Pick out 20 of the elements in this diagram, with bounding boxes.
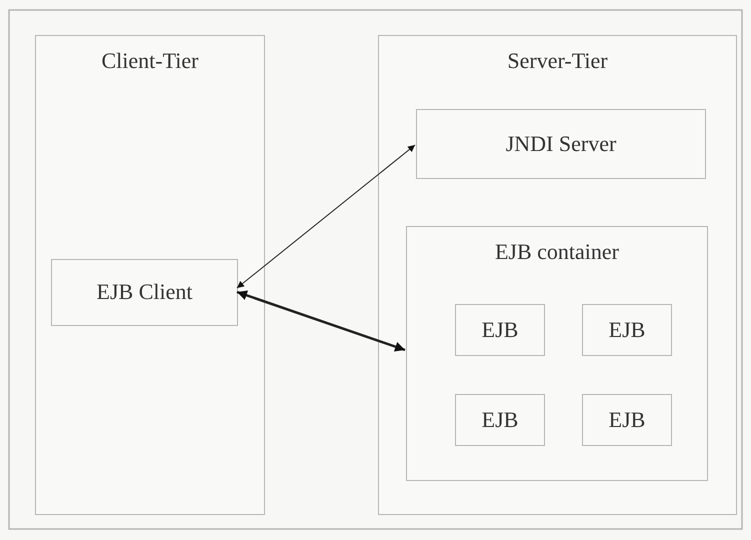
- process-box: [582, 394, 672, 446]
- node-label: EJB: [480, 316, 520, 342]
- node-label: EJB: [608, 316, 646, 342]
- node-label: Server-Tier: [506, 48, 609, 74]
- arrow: [236, 144, 416, 288]
- node-label: EJB container: [494, 239, 620, 265]
- node-label: EJB: [608, 406, 646, 432]
- container-box: [406, 226, 708, 481]
- node-label: EJB Client: [96, 279, 194, 305]
- tier-panel: [35, 35, 265, 515]
- process-box: [582, 304, 672, 356]
- tier-panel: [378, 35, 737, 515]
- process-box: [51, 259, 238, 326]
- node-label: Client-Tier: [100, 48, 200, 74]
- process-box: [455, 394, 545, 446]
- process-box: [416, 109, 706, 179]
- arrow: [236, 290, 406, 352]
- node-label: EJB: [480, 406, 520, 432]
- node-label: JNDI Server: [504, 130, 618, 156]
- process-box: [455, 304, 545, 356]
